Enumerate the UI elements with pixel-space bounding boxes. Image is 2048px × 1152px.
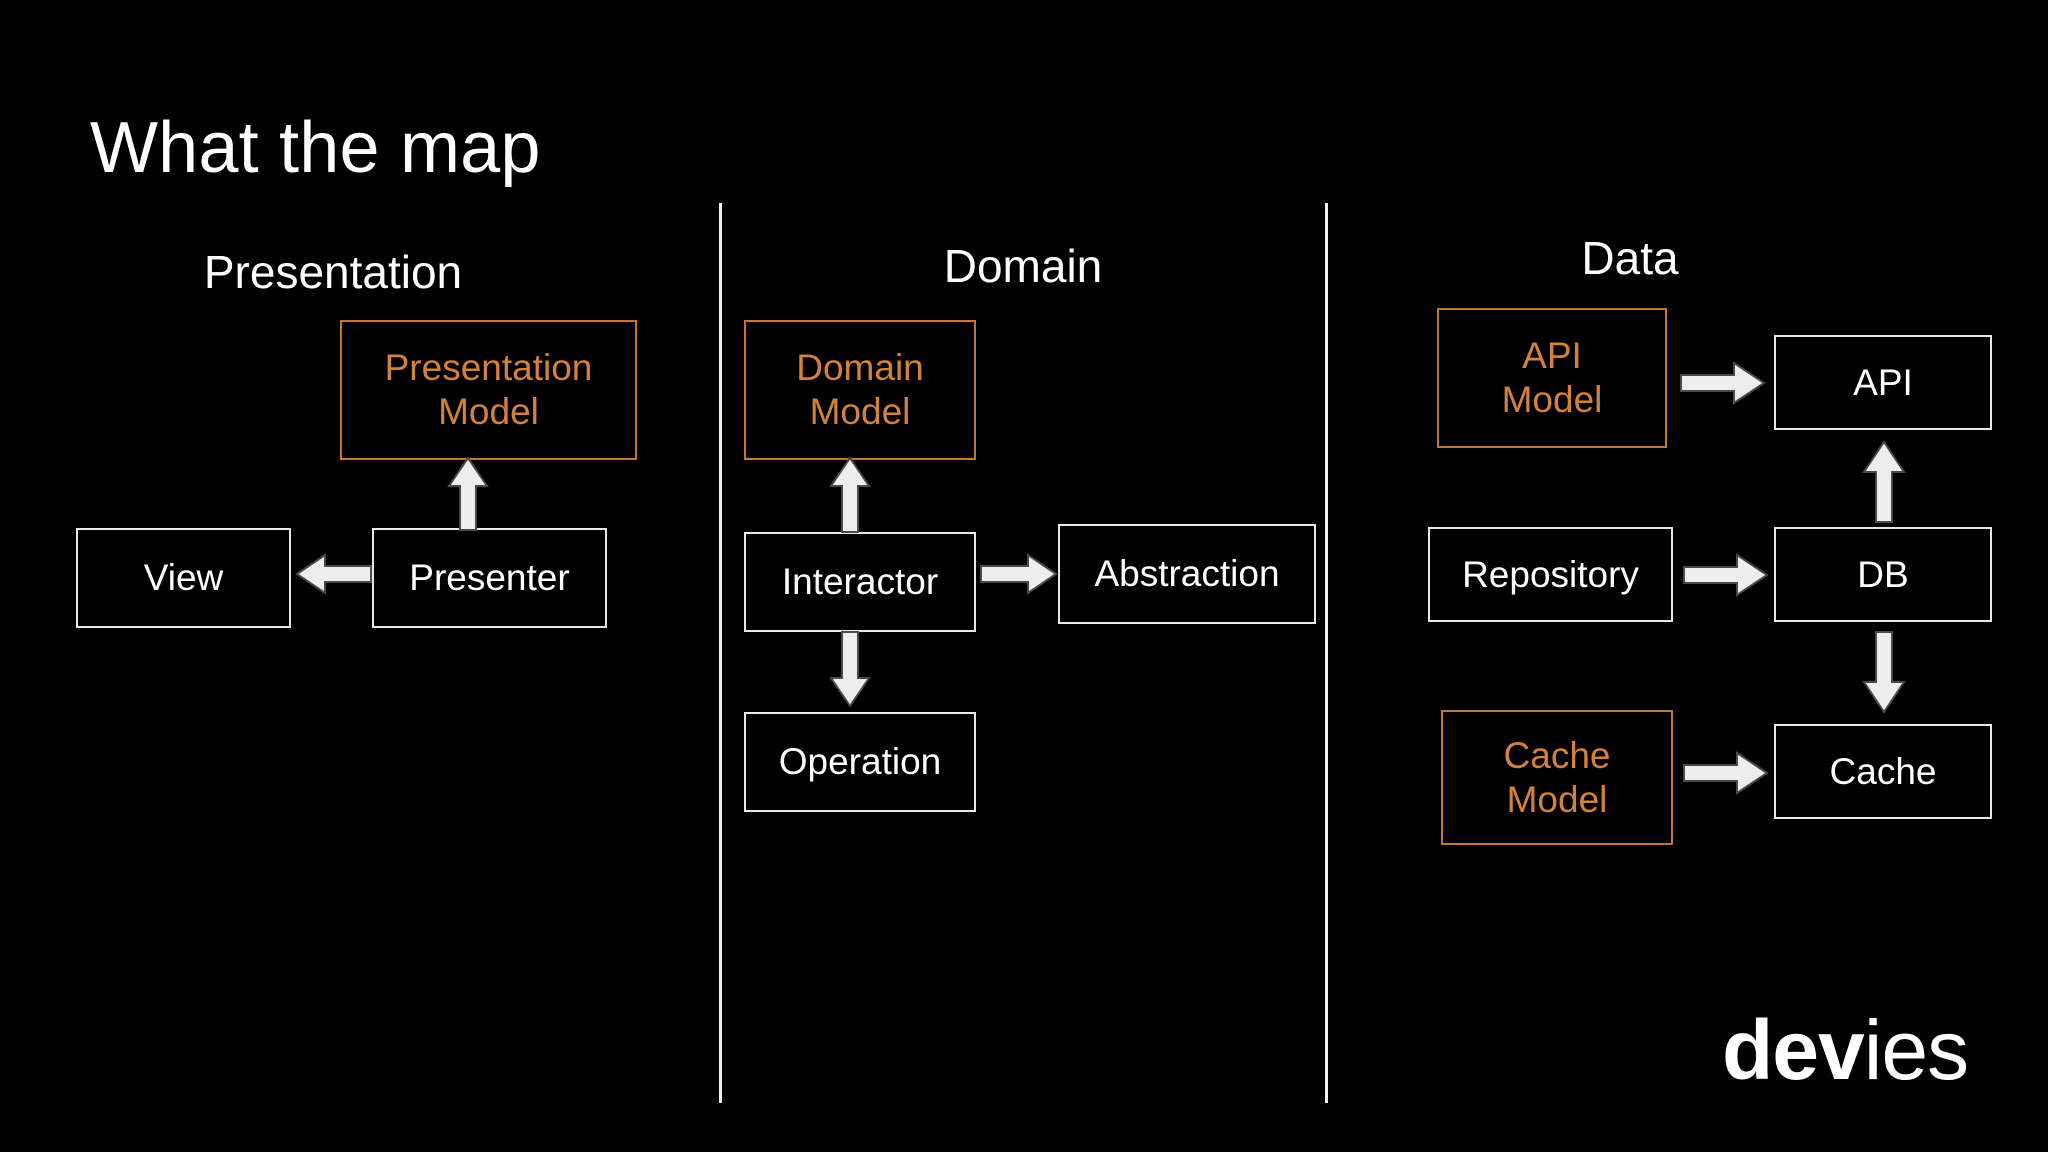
- node-label: Domain Model: [790, 346, 930, 433]
- arrow-interactor-to-domain-model-icon: [829, 456, 871, 534]
- node-api-model[interactable]: API Model: [1437, 308, 1667, 448]
- arrow-presenter-to-view-icon: [295, 552, 373, 596]
- page-title: What the map: [90, 108, 541, 188]
- node-presenter[interactable]: Presenter: [372, 528, 607, 628]
- node-api[interactable]: API: [1774, 335, 1992, 430]
- node-label: Cache Model: [1498, 734, 1617, 821]
- node-repository[interactable]: Repository: [1428, 527, 1673, 622]
- node-label-line1: Cache: [1503, 734, 1611, 776]
- node-label-line2: Model: [809, 391, 911, 432]
- node-presentation-model[interactable]: Presentation Model: [340, 320, 637, 460]
- node-label: Presenter: [409, 557, 570, 599]
- node-cache-model[interactable]: Cache Model: [1441, 710, 1673, 845]
- column-heading-data: Data: [1581, 232, 1679, 284]
- arrow-cache-model-to-cache-icon: [1681, 750, 1769, 796]
- node-cache[interactable]: Cache: [1774, 724, 1992, 819]
- node-abstraction[interactable]: Abstraction: [1058, 524, 1316, 624]
- node-label: Operation: [778, 741, 942, 783]
- node-label-line1: API: [1522, 335, 1582, 377]
- node-label: Abstraction: [1094, 553, 1280, 595]
- column-divider-left: [719, 203, 722, 1103]
- node-label: Presentation Model: [379, 346, 599, 433]
- devies-logo: devies: [1722, 1008, 1969, 1092]
- node-label: Repository: [1462, 553, 1639, 595]
- arrow-interactor-to-operation-icon: [829, 630, 871, 708]
- arrow-db-to-api-icon: [1862, 440, 1906, 524]
- node-label-line2: Model: [1501, 379, 1603, 420]
- column-divider-right: [1325, 203, 1328, 1103]
- node-view[interactable]: View: [76, 528, 291, 628]
- node-label: Interactor: [781, 561, 939, 603]
- node-domain-model[interactable]: Domain Model: [744, 320, 976, 460]
- node-interactor[interactable]: Interactor: [744, 532, 976, 632]
- node-label: API: [1853, 361, 1913, 403]
- column-heading-domain: Domain: [943, 240, 1103, 292]
- node-label-line2: Model: [1506, 778, 1608, 820]
- node-label: API Model: [1496, 334, 1609, 421]
- arrow-interactor-to-abstraction-icon: [978, 552, 1058, 596]
- arrow-db-to-cache-icon: [1862, 630, 1906, 714]
- node-label-line2: Model: [438, 391, 539, 432]
- node-label-line1: Presentation: [384, 347, 593, 389]
- node-label: Cache: [1829, 750, 1937, 792]
- arrow-api-model-to-api-icon: [1678, 360, 1766, 406]
- arrow-presenter-to-presentation-model-icon: [447, 456, 489, 532]
- node-operation[interactable]: Operation: [744, 712, 976, 812]
- column-heading-presentation: Presentation: [203, 246, 463, 298]
- node-label-line1: Domain: [796, 347, 924, 389]
- logo-light-part: ies: [1863, 1003, 1969, 1097]
- node-label: View: [143, 557, 224, 599]
- logo-bold-part: dev: [1722, 1003, 1865, 1097]
- node-label: DB: [1857, 553, 1909, 595]
- arrow-repository-to-db-icon: [1681, 552, 1769, 598]
- node-db[interactable]: DB: [1774, 527, 1992, 622]
